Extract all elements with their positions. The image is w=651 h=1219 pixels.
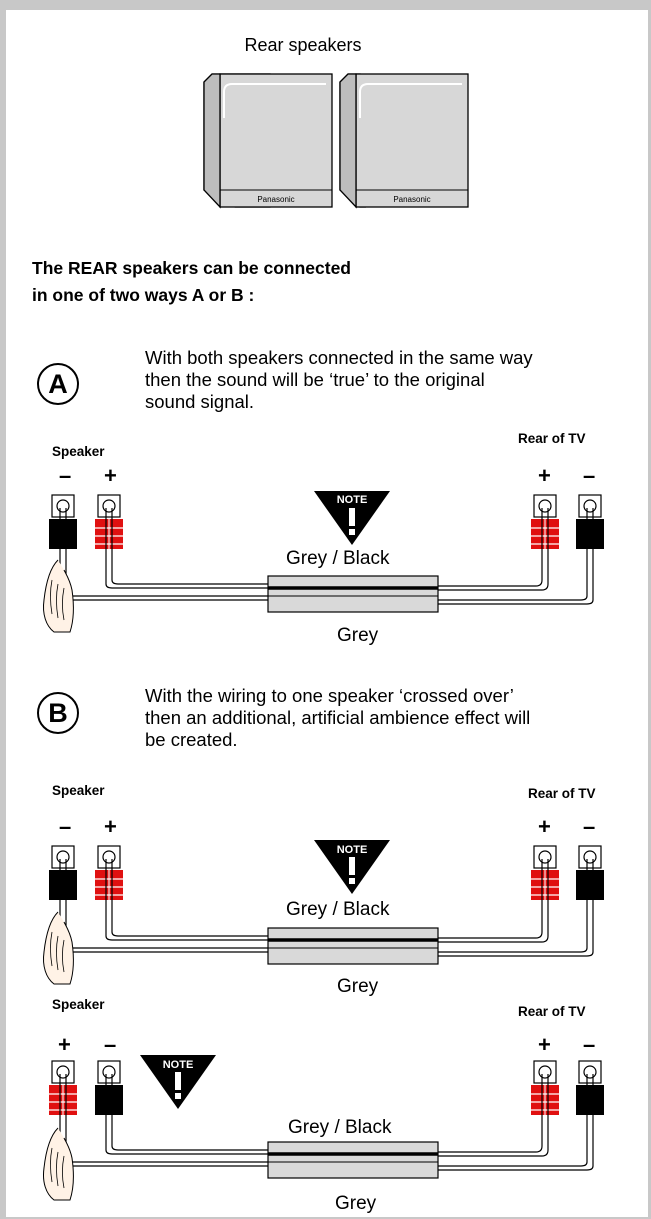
option-b-line-1: With the wiring to one speaker ‘crossed … <box>145 685 514 706</box>
diagram-b2-note-text: NOTE <box>163 1059 194 1071</box>
diagram-a-hand-icon <box>42 559 74 633</box>
diagram-b1-tv-label: Rear of TV <box>528 786 596 801</box>
diagram-b2-speaker-label: Speaker <box>52 997 105 1012</box>
option-a-line-2: then the sound will be ‘true’ to the ori… <box>145 369 485 390</box>
option-a-description: With both speakers connected in the same… <box>145 347 645 413</box>
diagram-b2-tv-minus: – <box>583 1032 596 1057</box>
diagram-a-tv-label: Rear of TV <box>518 431 586 446</box>
diagram-b1-tv-minus: – <box>583 814 596 839</box>
diagram-a-speaker-plus: + <box>104 463 117 488</box>
diagram-b1-speaker-minus: – <box>59 814 72 839</box>
diagram-a-tv-minus: – <box>583 463 596 488</box>
rear-speakers-title: Rear speakers <box>244 35 362 55</box>
diagram-b2-speaker-plus: + <box>58 1032 71 1057</box>
diagram-b1-grey-label: Grey <box>337 976 379 997</box>
diagram-a-tv-plus: + <box>538 463 551 488</box>
diagram-b1-speaker-label: Speaker <box>52 783 105 798</box>
diagram-b1-hand-icon <box>42 911 74 985</box>
diagram-a-cable <box>266 574 440 614</box>
intro-text: The REAR speakers can be connected in on… <box>32 255 351 309</box>
diagram-a-grey-label: Grey <box>337 625 379 646</box>
diagram-a-speaker-minus: – <box>59 463 72 488</box>
diagram-b2-tv-plus: + <box>538 1032 551 1057</box>
intro-line-1: The REAR speakers can be connected <box>32 258 351 278</box>
diagram-a: NOTE <box>42 491 605 633</box>
option-b-line-3: be created. <box>145 729 238 750</box>
option-b-description: With the wiring to one speaker ‘crossed … <box>145 685 645 751</box>
diagram-b2-speaker-minus: – <box>104 1032 117 1057</box>
option-a-line-3: sound signal. <box>145 391 255 412</box>
intro-line-2: in one of two ways A or B : <box>32 285 255 305</box>
diagram-a-speaker-label: Speaker <box>52 444 105 459</box>
diagram-b1-tv-plus: + <box>538 814 551 839</box>
diagram-b2-grey-label: Grey <box>335 1193 377 1214</box>
diagram-b2-cable <box>266 1140 440 1180</box>
option-a-line-1: With both speakers connected in the same… <box>145 347 533 368</box>
speaker-right: Panasonic <box>339 73 469 209</box>
rear-speakers-illustration: Panasonic Panasonic <box>203 73 469 209</box>
diagram-b1-grey-black-label: Grey / Black <box>286 899 390 920</box>
speaker-left: Panasonic <box>203 73 333 209</box>
diagram-b2-hand-icon <box>42 1127 74 1201</box>
diagram-a-grey-black-label: Grey / Black <box>286 548 390 569</box>
diagram-b2-grey-black-label: Grey / Black <box>288 1117 392 1138</box>
diagram-b2-tv-label: Rear of TV <box>518 1004 586 1019</box>
option-b-line-2: then an additional, artificial ambience … <box>145 707 531 728</box>
speaker-brand-right: Panasonic <box>393 195 430 204</box>
diagram-b1: NOTE <box>42 840 605 985</box>
speaker-brand-left: Panasonic <box>257 195 294 204</box>
diagram-b1-speaker-plus: + <box>104 814 117 839</box>
option-a-badge: A <box>37 363 79 405</box>
diagram-b1-note-text: NOTE <box>337 844 368 856</box>
option-b-badge: B <box>37 692 79 734</box>
diagram-b2: NOTE <box>42 1055 605 1201</box>
diagram-a-note-text: NOTE <box>337 494 368 506</box>
diagram-b1-cable <box>266 926 440 966</box>
